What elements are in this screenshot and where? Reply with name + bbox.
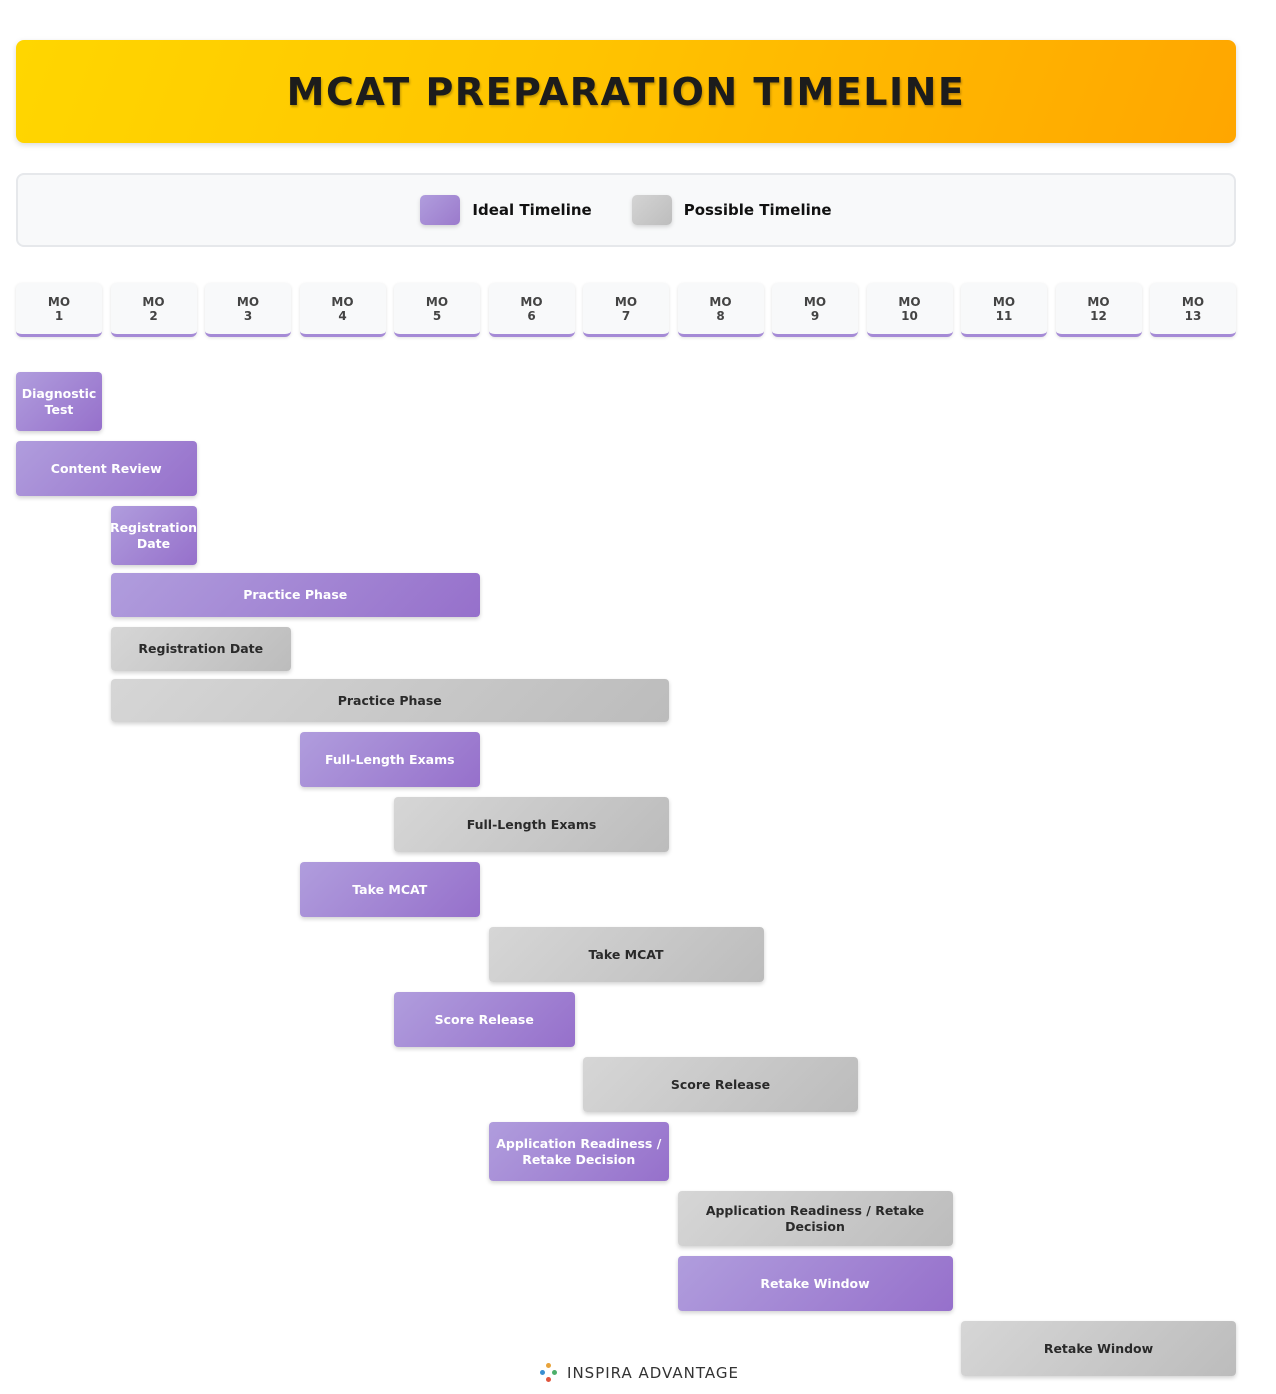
month-prefix: MO bbox=[992, 294, 1016, 309]
logo-dot bbox=[552, 1370, 558, 1375]
task-bar-practice-phase-ideal: Practice Phase bbox=[110, 573, 480, 617]
month-number: 5 bbox=[432, 308, 442, 323]
month-prefix: MO bbox=[520, 294, 543, 309]
month-prefix: MO bbox=[236, 294, 260, 309]
legend-item-ideal: Ideal Timeline bbox=[420, 195, 592, 225]
logo-dot bbox=[546, 1377, 552, 1382]
month-number: 9 bbox=[810, 308, 820, 323]
month-prefix: MO bbox=[614, 294, 638, 309]
month-prefix: MO bbox=[331, 294, 354, 309]
month-number: 7 bbox=[621, 308, 631, 323]
month-number: 8 bbox=[716, 308, 725, 323]
legend-swatch-ideal bbox=[420, 195, 461, 225]
month-prefix: MO bbox=[142, 294, 165, 309]
title-banner: MCAT PREPARATION TIMELINE bbox=[16, 40, 1236, 143]
month-number: 4 bbox=[338, 308, 347, 323]
month-prefix: MO bbox=[898, 294, 921, 309]
task-bar-registration-date-ideal: Registration Date bbox=[110, 506, 197, 565]
task-bar-retake-window-possible: Retake Window bbox=[961, 1321, 1236, 1376]
footer-brand: INSPIRA ADVANTAGE bbox=[567, 1364, 739, 1382]
task-bar-retake-window-ideal: Retake Window bbox=[677, 1256, 953, 1311]
month-number: 10 bbox=[901, 308, 918, 323]
month-number: 1 bbox=[54, 308, 64, 323]
logo-dot bbox=[540, 1370, 546, 1375]
task-bar-application-readiness-retake-decision-possible: Application Readiness / Retake Decision bbox=[677, 1191, 953, 1246]
task-bar-take-mcat-ideal: Take MCAT bbox=[299, 862, 480, 917]
month-number: 6 bbox=[527, 308, 536, 323]
month-prefix: MO bbox=[1181, 294, 1205, 309]
month-number: 12 bbox=[1090, 308, 1107, 323]
logo-dot bbox=[546, 1363, 552, 1368]
page-title: MCAT PREPARATION TIMELINE bbox=[286, 69, 966, 114]
month-prefix: MO bbox=[803, 294, 827, 309]
month-prefix: MO bbox=[709, 294, 732, 309]
month-prefix: MO bbox=[47, 294, 71, 309]
month-number: 2 bbox=[149, 308, 158, 323]
task-bar-diagnostic-test-ideal: Diagnostic Test bbox=[16, 372, 102, 431]
legend-item-possible: Possible Timeline bbox=[631, 195, 832, 225]
task-bar-full-length-exams-ideal: Full-Length Exams bbox=[299, 732, 480, 787]
task-bar-registration-date-possible: Registration Date bbox=[110, 627, 291, 671]
month-number: 13 bbox=[1184, 308, 1202, 323]
legend-label-possible: Possible Timeline bbox=[683, 201, 832, 219]
legend-label-ideal: Ideal Timeline bbox=[472, 201, 592, 219]
task-bar-score-release-possible: Score Release bbox=[583, 1057, 858, 1112]
legend-swatch-possible bbox=[631, 195, 672, 225]
task-bar-take-mcat-possible: Take MCAT bbox=[488, 927, 764, 982]
task-bar-application-readiness-retake-decision-ideal: Application Readiness / Retake Decision bbox=[488, 1122, 669, 1181]
legend: Ideal Timeline Possible Timeline bbox=[16, 173, 1236, 247]
inspira-logo-icon bbox=[537, 1362, 559, 1384]
footer: INSPIRA ADVANTAGE bbox=[0, 1360, 1276, 1386]
task-bar-content-review-ideal: Content Review bbox=[16, 441, 197, 496]
month-number: 11 bbox=[995, 308, 1013, 323]
month-prefix: MO bbox=[1087, 294, 1110, 309]
task-bar-full-length-exams-possible: Full-Length Exams bbox=[394, 797, 669, 852]
month-prefix: MO bbox=[425, 294, 449, 309]
month-number: 3 bbox=[243, 308, 253, 323]
task-bar-score-release-ideal: Score Release bbox=[394, 992, 575, 1047]
task-bar-practice-phase-possible: Practice Phase bbox=[110, 679, 669, 722]
